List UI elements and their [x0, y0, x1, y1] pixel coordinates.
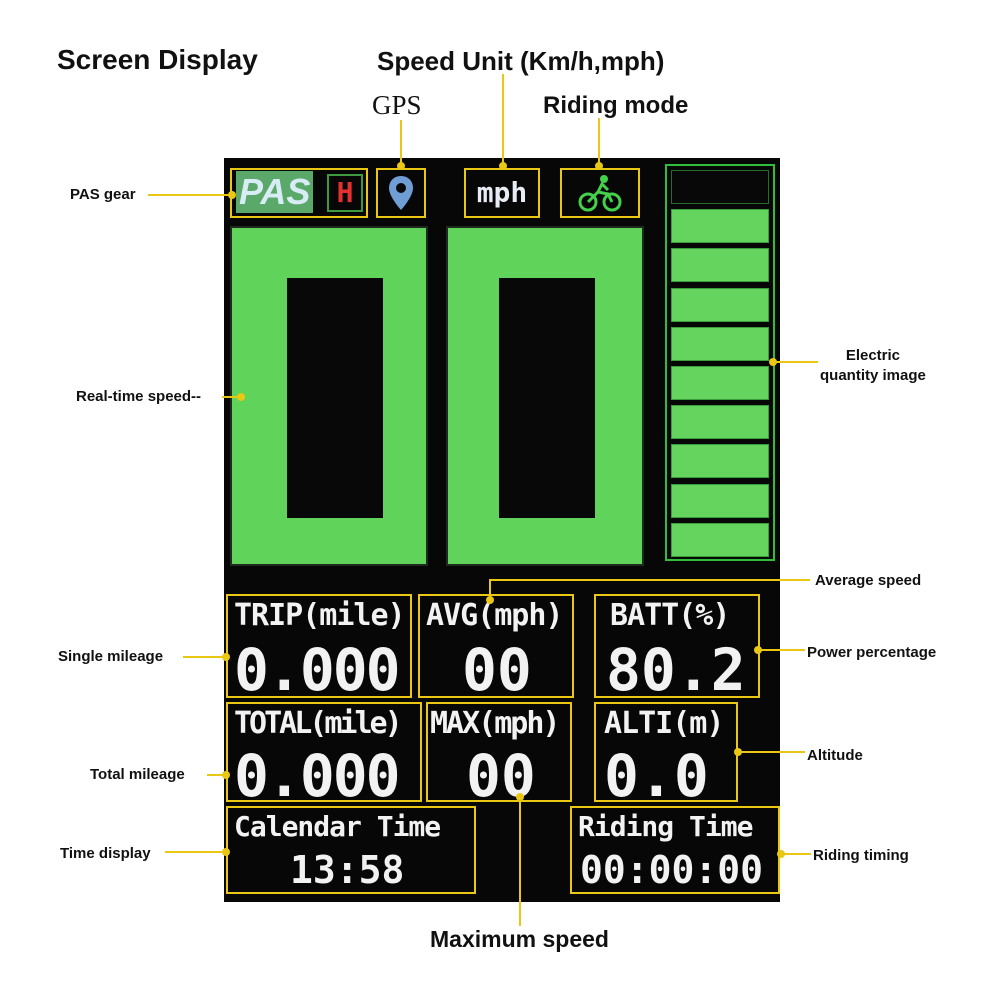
- unit-text: mph: [476, 176, 528, 209]
- battery-bar: [671, 209, 769, 244]
- trip-value: 0.000: [234, 636, 401, 704]
- callout-single-mileage: Single mileage: [58, 648, 164, 665]
- pas-label: PAS: [236, 171, 314, 213]
- battery-bar: [671, 405, 769, 440]
- max-box: MAX(mph) 00: [426, 702, 572, 810]
- battery-bar: [671, 366, 769, 400]
- batt-value: 80.2: [606, 636, 746, 704]
- total-label: TOTAL(mile): [234, 706, 403, 741]
- battery-bar: [671, 248, 769, 283]
- callout-maximum-speed: Maximum speed: [430, 926, 609, 952]
- batt-box: BATT(%) 80.2: [594, 594, 760, 704]
- cyclist-icon: [578, 175, 622, 212]
- callout-real-time-speed: Real-time speed--: [76, 388, 202, 405]
- gps-pin-icon: [389, 176, 413, 210]
- avg-label: AVG(mph): [426, 598, 563, 633]
- riding-mode-box: [560, 168, 640, 218]
- trip-box: TRIP(mile) 0.000: [226, 594, 412, 704]
- battery-bar: [671, 326, 769, 361]
- alti-label: ALTI(m): [604, 706, 724, 741]
- riding-label: Riding Time: [578, 810, 753, 843]
- callout-altitude: Altitude: [807, 747, 863, 764]
- title-speed-unit: Speed Unit (Km/h,mph): [377, 46, 665, 76]
- callout-electric-line2: quantity image: [820, 367, 926, 384]
- display-screen: PAS H mph 00 TRIP(mile) 0.000: [224, 158, 780, 902]
- total-value: 0.000: [234, 742, 401, 810]
- battery-bar: [671, 483, 769, 518]
- callout-total-mileage: Total mileage: [90, 766, 185, 783]
- pas-gear-box: PAS H: [230, 168, 368, 218]
- callout-average-speed: Average speed: [815, 572, 922, 589]
- battery-gauge: [665, 164, 775, 561]
- avg-box: AVG(mph) 00: [418, 594, 574, 704]
- alti-value: 0.0: [604, 742, 709, 810]
- alti-box: ALTI(m) 0.0: [594, 702, 738, 810]
- max-label: MAX(mph): [430, 706, 560, 741]
- speed-digit-2: [446, 226, 644, 566]
- avg-value: 00: [462, 636, 532, 704]
- title-gps: GPS: [372, 90, 422, 120]
- callout-pas-gear: PAS gear: [70, 186, 136, 203]
- max-value: 00: [466, 742, 536, 810]
- batt-label: BATT(%): [610, 598, 730, 633]
- callout-time-display: Time display: [60, 845, 151, 862]
- battery-bar: [671, 522, 769, 557]
- callout-electric-quantity: Electric quantity image: [820, 346, 926, 386]
- riding-value: 00:00:00: [580, 848, 764, 892]
- callout-riding-timing: Riding timing: [813, 847, 909, 864]
- speed-digit-1: [230, 226, 428, 566]
- battery-bar: [671, 170, 769, 204]
- calendar-value: 13:58: [290, 848, 405, 892]
- title-screen-display: Screen Display: [57, 44, 258, 75]
- battery-bar: [671, 287, 769, 322]
- riding-box: Riding Time 00:00:00: [570, 806, 780, 894]
- callout-electric-line1: Electric: [845, 347, 901, 364]
- pas-level: H: [327, 174, 363, 212]
- calendar-box: Calendar Time 13:58: [226, 806, 476, 894]
- battery-bar: [671, 444, 769, 479]
- calendar-label: Calendar Time: [234, 810, 441, 843]
- title-riding-mode: Riding mode: [543, 92, 689, 119]
- callout-power-percentage: Power percentage: [807, 644, 937, 661]
- total-box: TOTAL(mile) 0.000: [226, 702, 422, 810]
- trip-label: TRIP(mile): [234, 598, 406, 633]
